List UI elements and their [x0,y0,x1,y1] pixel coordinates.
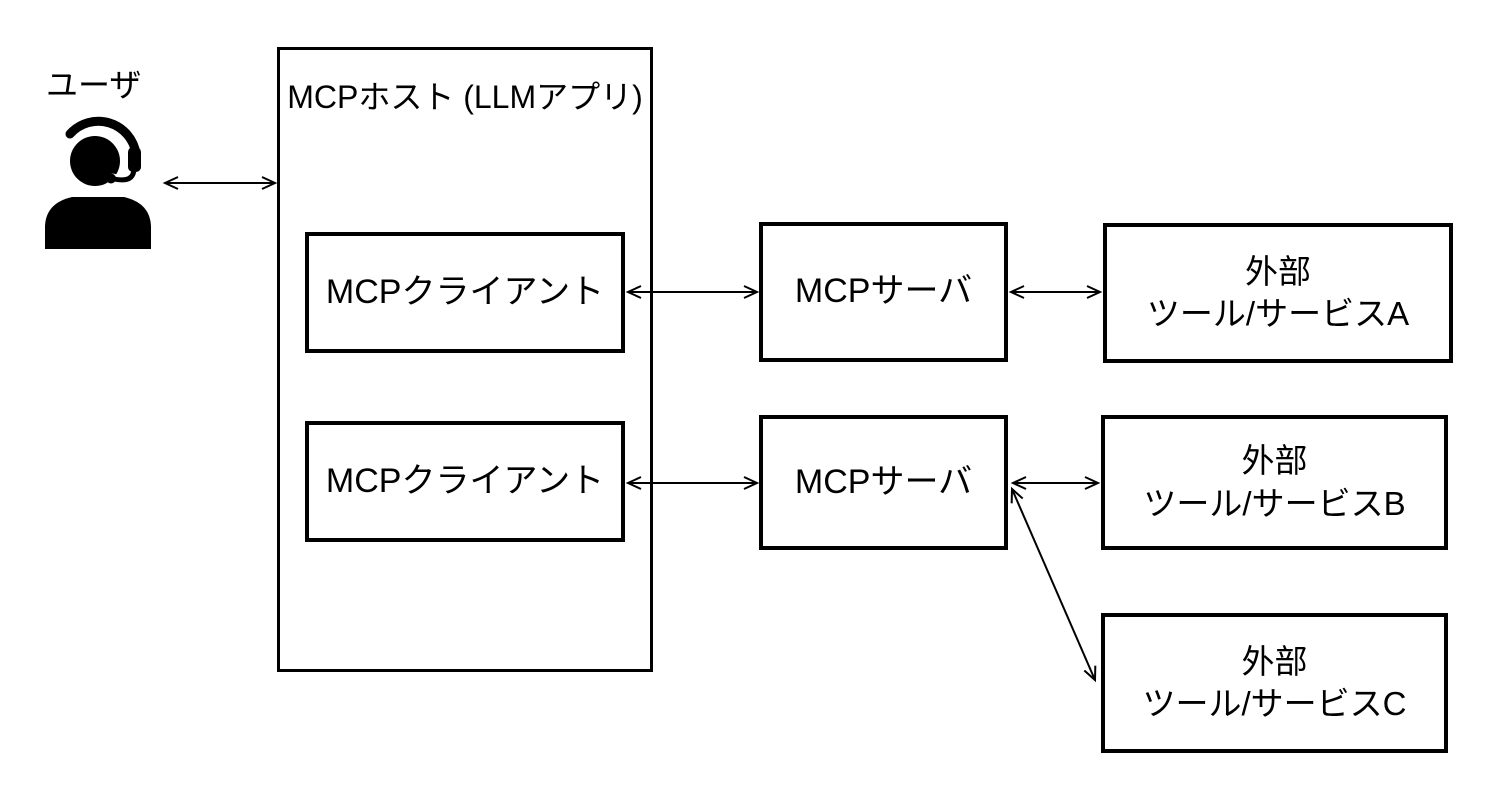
external-box-b-line2: ツール/サービスB [1143,484,1406,522]
server-box-1: MCPサーバ [759,222,1008,362]
external-box-b-line1: 外部 [1241,442,1308,480]
client-box-2-label: MCPクライアント [325,461,605,500]
arrow-server2-externalC [1010,486,1097,683]
external-box-a-line2: ツール/サービスA [1146,295,1410,332]
client-box-2: MCPクライアント [305,421,625,542]
host-title-line2: (LLMアプリ) [463,79,643,115]
host-box [277,47,653,672]
server-box-1-label: MCPサーバ [794,272,973,311]
external-box-c: 外部 ツール/サービスC [1101,613,1448,753]
user-label: ユーザ [46,67,142,103]
host-title-line1: MCPホスト [287,79,455,115]
external-box-a: 外部 ツール/サービスA [1103,223,1453,363]
client-box-1: MCPクライアント [305,232,625,353]
external-box-c-line2: ツール/サービスC [1142,685,1407,722]
server-box-2: MCPサーバ [759,415,1008,550]
external-box-a-line1: 外部 [1245,252,1311,290]
host-title: MCPホスト (LLMアプリ) [277,76,653,118]
client-box-1-label: MCPクライアント [325,272,605,311]
headset-user-icon [45,116,151,249]
external-box-c-line1: 外部 [1241,642,1308,680]
external-box-b: 外部 ツール/サービスB [1101,415,1448,550]
server-box-2-label: MCPサーバ [794,462,973,501]
